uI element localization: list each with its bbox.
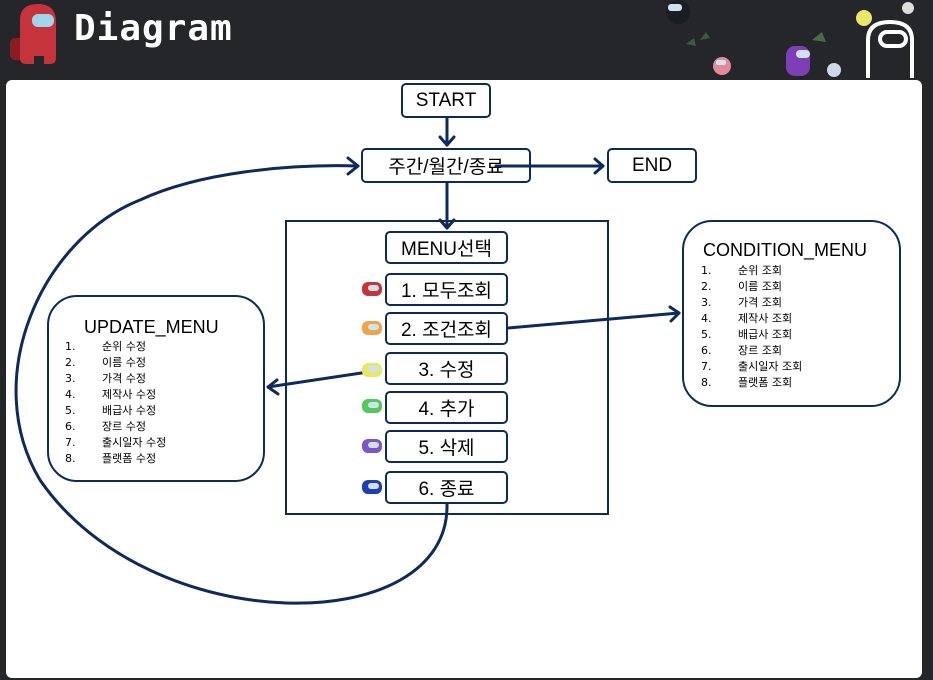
- arrow-exit-loop: [14, 164, 449, 605]
- list-item: 4.제작사 조회: [701, 312, 793, 325]
- list-item: 2.이름 수정: [65, 356, 146, 369]
- list-item: 2.이름 조회: [701, 280, 782, 293]
- menu-item-view-all: 1. 모두조회: [385, 273, 508, 306]
- menu-item-delete: 5. 삭제: [385, 430, 508, 463]
- leaf-icon: [686, 32, 826, 46]
- arrowhead: [668, 305, 681, 323]
- arrowhead: [266, 378, 280, 396]
- list-item: 6.장르 수정: [65, 420, 146, 433]
- list-item: 7.출시일자 수정: [65, 436, 167, 449]
- condition-menu-title: CONDITION_MENU: [703, 240, 868, 260]
- list-item: 1.순위 조회: [701, 264, 782, 277]
- crewmate-icon: [362, 480, 382, 494]
- list-item: 3.가격 수정: [65, 372, 146, 385]
- menu-item-condition-view: 2. 조건조회: [385, 312, 508, 345]
- crewmate-dark-icon: [666, 0, 690, 24]
- condition-menu-panel: CONDITION_MENU 1.순위 조회 2.이름 조회 3.가격 조회 4…: [682, 220, 901, 407]
- arrow-to-update-menu: [266, 370, 370, 389]
- crewmate-yellow-icon: [856, 2, 914, 26]
- menu-item-update: 3. 수정: [385, 352, 508, 385]
- arrow-to-condition-menu: [506, 311, 681, 330]
- crewmate-icon: [362, 399, 382, 413]
- period-node: 주간/월간/종료: [361, 148, 531, 183]
- update-menu-title: UPDATE_MENU: [84, 317, 219, 337]
- list-item: 8.플랫폼 조회: [701, 376, 793, 389]
- menu-item-add: 4. 추가: [385, 391, 508, 424]
- list-item: 5.배급사 조회: [701, 328, 793, 341]
- crewmate-icon: [362, 282, 382, 296]
- update-menu-list: 1.순위 수정 2.이름 수정 3.가격 수정 4.제작사 수정 5.배급사 수…: [65, 339, 166, 467]
- header-decoration: [10, 0, 914, 78]
- condition-menu-list: 1.순위 조회 2.이름 조회 3.가격 조회 4.제작사 조회 5.배급사 조…: [701, 263, 802, 391]
- menu-item-exit: 6. 종료: [385, 471, 508, 504]
- list-item: 6.장르 조회: [701, 344, 782, 357]
- arrowhead: [346, 156, 360, 176]
- arrowhead: [593, 157, 605, 175]
- crewmate-outline-icon: [866, 19, 914, 78]
- arrowhead: [438, 135, 456, 147]
- crewmate-logo-icon: [10, 4, 56, 64]
- update-menu-panel: UPDATE_MENU 1.순위 수정 2.이름 수정 3.가격 수정 4.제작…: [47, 295, 265, 482]
- list-item: 3.가격 조회: [701, 296, 782, 309]
- list-item: 5.배급사 수정: [65, 404, 157, 417]
- list-item: 7.출시일자 조회: [701, 360, 803, 373]
- crewmate-small-icon: [827, 63, 841, 77]
- crewmate-icon: [362, 321, 382, 335]
- crewmate-icon: [362, 439, 382, 453]
- crewmate-pink-icon: [713, 57, 731, 75]
- crewmate-purple-icon: [786, 46, 810, 76]
- list-item: 1.순위 수정: [65, 340, 146, 353]
- end-node: END: [607, 148, 697, 183]
- list-item: 4.제작사 수정: [65, 388, 157, 401]
- header-bar: Diagram: [0, 0, 933, 80]
- page-title: Diagram: [74, 8, 233, 49]
- list-item: 8.플랫폼 수정: [65, 452, 157, 465]
- crewmate-icon: [362, 363, 382, 377]
- arrowhead: [438, 218, 456, 230]
- menu-select-node: MENU선택: [385, 231, 508, 264]
